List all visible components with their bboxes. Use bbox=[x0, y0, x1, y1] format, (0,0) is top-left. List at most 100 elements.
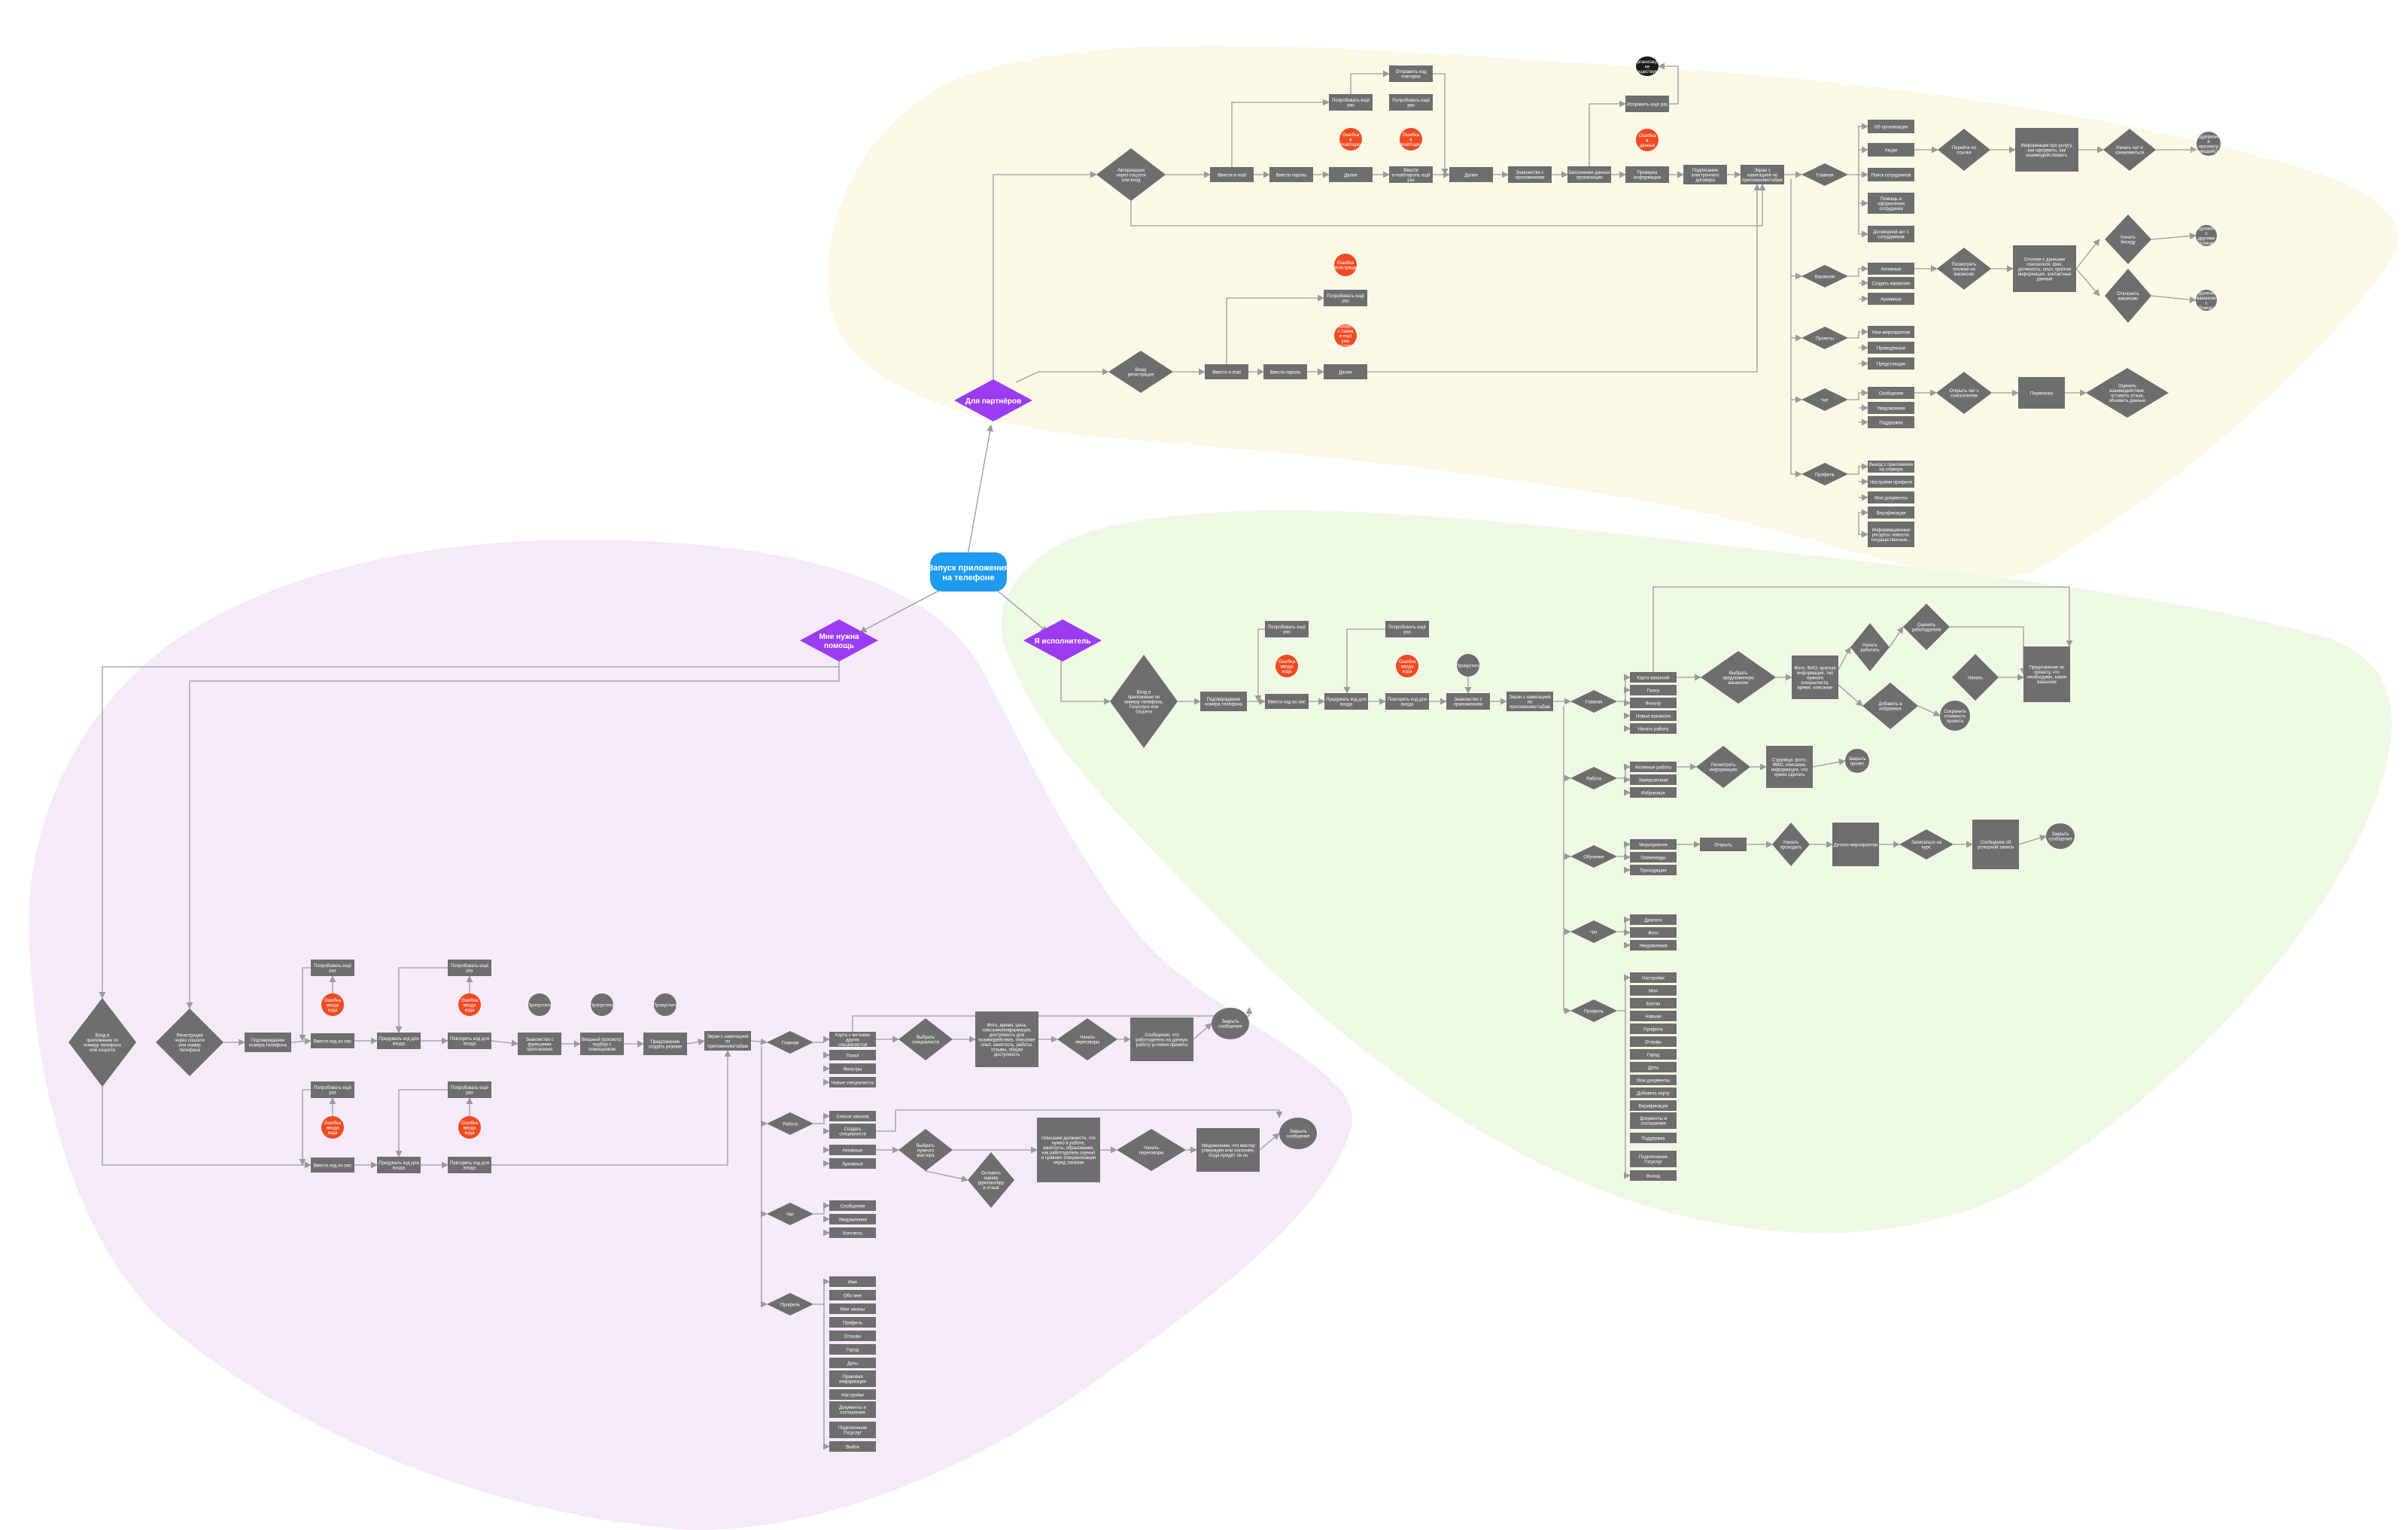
flow-node[interactable]: Далее bbox=[1324, 364, 1367, 379]
flow-node[interactable]: Архивные bbox=[829, 1158, 876, 1169]
flow-node[interactable]: Верификация bbox=[1868, 506, 1914, 519]
flow-node[interactable]: Далее bbox=[1449, 167, 1493, 182]
flow-node[interactable]: Ввести e-mail bbox=[1210, 167, 1254, 182]
flow-node[interactable]: Ввести код из смс bbox=[311, 1033, 354, 1048]
flow-node[interactable]: Пропустить bbox=[590, 993, 614, 1016]
flow-node[interactable]: Чат bbox=[1801, 388, 1848, 411]
flow-node[interactable]: Верификация bbox=[1630, 1100, 1677, 1111]
flow-node[interactable]: Профиль bbox=[829, 1317, 876, 1328]
flow-node[interactable]: Начать работу bbox=[1630, 723, 1677, 734]
flow-node[interactable]: Фильтры bbox=[829, 1063, 876, 1074]
flow-node[interactable]: Активные bbox=[829, 1145, 876, 1155]
flow-node[interactable]: Навыки bbox=[1630, 1011, 1677, 1021]
flow-node[interactable]: Настройки bbox=[829, 1389, 876, 1400]
flow-node[interactable]: Мои мероприятия bbox=[1868, 326, 1914, 338]
flow-node[interactable]: Архивные bbox=[1868, 293, 1914, 305]
flow-node[interactable]: Акции bbox=[1868, 143, 1914, 157]
flow-node[interactable]: Обо мне bbox=[829, 1290, 876, 1300]
flow-node[interactable]: Проекты bbox=[1801, 327, 1848, 349]
flow-node[interactable]: Фото bbox=[1630, 927, 1677, 938]
flow-node[interactable]: Поиск сотрудников bbox=[1868, 168, 1914, 181]
flow-node[interactable]: Новые специалисты bbox=[829, 1077, 876, 1087]
flow-node[interactable]: Об организации bbox=[1868, 120, 1914, 133]
flow-node[interactable]: Город bbox=[1630, 1049, 1677, 1060]
flow-node[interactable]: Начать bbox=[1952, 654, 1999, 701]
flow-node[interactable]: Страница: фото,ФИО, описание,информация,… bbox=[1766, 746, 1813, 788]
flow-node[interactable]: Контакты bbox=[829, 1227, 876, 1238]
flow-node[interactable]: Уведомления bbox=[1630, 940, 1677, 951]
flow-node[interactable]: Профиль bbox=[1630, 1024, 1677, 1034]
flow-node[interactable]: Далее bbox=[1329, 167, 1373, 182]
flow-node[interactable]: Новые вакансии bbox=[1630, 710, 1677, 721]
flow-node[interactable]: Предстоящие bbox=[1868, 357, 1914, 370]
flow-node[interactable]: Открыть bbox=[1700, 838, 1747, 851]
flow-node[interactable]: Завершенные bbox=[1630, 774, 1677, 785]
flow-node[interactable]: Переписка bbox=[2018, 377, 2065, 409]
flow-node[interactable]: Имя bbox=[829, 1276, 876, 1287]
flow-node[interactable]: Пропустить bbox=[528, 993, 552, 1016]
flow-node[interactable]: Активные bbox=[1868, 263, 1914, 275]
flow-node[interactable]: Ввести код из смс bbox=[1265, 694, 1309, 709]
flow-node[interactable]: Поиск bbox=[1630, 685, 1677, 695]
flow-node[interactable]: Главная bbox=[1570, 690, 1617, 713]
flow-node[interactable]: Активные работы bbox=[1630, 762, 1677, 772]
flow-node[interactable]: Уведомления bbox=[829, 1214, 876, 1224]
flow-node[interactable]: Работа bbox=[767, 1112, 813, 1135]
branch-freelancer[interactable]: Я исполнитель bbox=[1023, 619, 1102, 662]
flow-node[interactable]: Пропустить bbox=[1456, 654, 1480, 677]
flow-node[interactable]: Чат bbox=[1570, 920, 1617, 943]
flow-node[interactable]: Ввести код из смс bbox=[311, 1157, 354, 1173]
flow-node[interactable]: Чат bbox=[767, 1203, 813, 1225]
flow-node[interactable]: Настройки профиля bbox=[1868, 476, 1914, 488]
flow-node[interactable]: Главная bbox=[767, 1031, 813, 1054]
flow-node[interactable]: Поддержка bbox=[1630, 1133, 1677, 1143]
flow-node[interactable]: Диалоги bbox=[1630, 914, 1677, 925]
flow-node[interactable]: Мои bbox=[1630, 985, 1677, 996]
